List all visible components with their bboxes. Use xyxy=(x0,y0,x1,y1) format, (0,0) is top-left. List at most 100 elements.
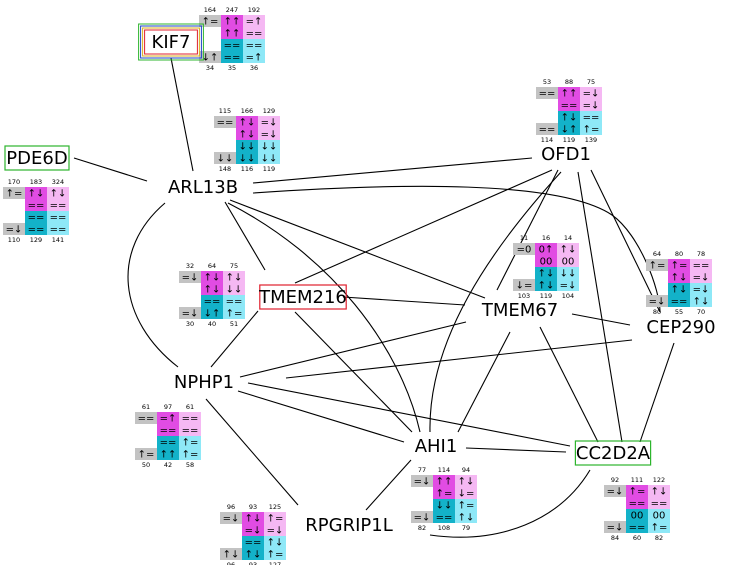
table-cell-glyph: =↓ xyxy=(6,225,23,236)
table-cell-glyph: == xyxy=(50,225,67,236)
node-box xyxy=(4,145,70,171)
table-cell xyxy=(690,259,712,271)
node-box xyxy=(574,440,652,466)
table-cell xyxy=(626,521,648,533)
table-top-count: 247 xyxy=(226,6,238,14)
table-cell xyxy=(47,187,69,199)
table-cell-glyph: ↑↓ xyxy=(267,538,284,549)
edge-cep290-cc2d2a xyxy=(639,342,675,443)
table-cell xyxy=(648,485,670,497)
table-bottom-count: 119 xyxy=(540,292,552,300)
table-cell-glyph: ↑= xyxy=(6,189,23,200)
node-label: PDE6D xyxy=(6,148,67,169)
node-nphp1[interactable]: NPHP1 xyxy=(174,372,234,393)
table-cell xyxy=(690,271,712,283)
table-cell xyxy=(648,509,670,521)
edge-tmem67-cc2d2a xyxy=(539,326,599,443)
table-top-count: 78 xyxy=(697,250,705,258)
edge-cep290-nphp1 xyxy=(285,339,633,379)
table-cell xyxy=(242,536,264,548)
table-cell-glyph: ↓↓ xyxy=(560,269,577,280)
node-ofd1[interactable]: OFD1 xyxy=(541,144,591,165)
table-top-count: 170 xyxy=(8,178,20,186)
table-cell xyxy=(179,271,201,283)
node-tmem216[interactable]: TMEM216 xyxy=(258,284,347,310)
table-cell xyxy=(221,51,243,63)
table-bottom-count: 114 xyxy=(541,136,553,144)
node-tmem67[interactable]: TMEM67 xyxy=(481,300,558,321)
table-cell xyxy=(179,412,201,424)
table-cell-glyph: ↑↓ xyxy=(561,113,578,124)
table-cell-glyph: == xyxy=(246,29,263,40)
node-pde6d[interactable]: PDE6D xyxy=(4,145,70,171)
table-cell xyxy=(220,548,242,560)
node-kif7[interactable]: KIF7 xyxy=(138,23,204,61)
table-top-count: 324 xyxy=(52,178,64,186)
table-cell xyxy=(535,267,557,279)
table-bottom-count: 129 xyxy=(30,236,42,244)
table-cell xyxy=(25,223,47,235)
table-cell-glyph: ↑↑ xyxy=(224,29,241,40)
table-top-count: 164 xyxy=(204,6,216,14)
node-cc2d2a[interactable]: CC2D2A xyxy=(574,440,652,466)
table-cell-glyph: == xyxy=(182,414,199,425)
node-ahi1[interactable]: AHI1 xyxy=(415,436,458,457)
table-bottom-count: 82 xyxy=(655,534,663,542)
table-cell-glyph: ↑↓ xyxy=(651,487,668,498)
table-cell xyxy=(135,448,157,460)
table-cell xyxy=(236,128,258,140)
table-bottom-count: 35 xyxy=(228,64,236,72)
table-cell-glyph: == xyxy=(28,213,45,224)
table-cell-glyph: ↑= xyxy=(267,550,284,561)
table-top-count: 61 xyxy=(142,403,150,411)
table-cell xyxy=(536,123,558,135)
table-cell-glyph: ↑= xyxy=(649,261,666,272)
node-rpgrip1l[interactable]: RPGRIP1L xyxy=(305,515,392,536)
table-bottom-count: 93 xyxy=(249,561,257,565)
table-cell-glyph: =↑ xyxy=(160,414,177,425)
table-cell xyxy=(223,283,245,295)
edge-nphp1-rpgrip1l xyxy=(205,398,299,506)
table-bottom-count: 60 xyxy=(633,534,641,542)
table-bottom-count: 84 xyxy=(611,534,619,542)
table-top-count: 93 xyxy=(249,503,257,511)
table-cell xyxy=(223,295,245,307)
table-cell xyxy=(433,511,455,523)
table-cell-glyph: ↑= xyxy=(629,487,646,498)
node-arl13b[interactable]: ARL13B xyxy=(168,177,238,198)
table-cell xyxy=(668,259,690,271)
table-cell-glyph: ↑↓ xyxy=(204,273,221,284)
table-cell xyxy=(179,448,201,460)
table-cell xyxy=(433,499,455,511)
table-cell-glyph: ↑↑ xyxy=(224,17,241,28)
table-cell xyxy=(236,140,258,152)
table-cell xyxy=(157,448,179,460)
table-cell xyxy=(455,499,477,511)
table-cell xyxy=(199,15,221,27)
table-top-count: 96 xyxy=(227,503,235,511)
table-cell-glyph: =↓ xyxy=(583,101,600,112)
table-cell-glyph: ↑↓ xyxy=(671,273,688,284)
table-cell xyxy=(201,295,223,307)
table-bottom-count: 36 xyxy=(250,64,258,72)
table-cell xyxy=(201,283,223,295)
table-cell-glyph: ↓↓ xyxy=(226,285,243,296)
table-top-count: 64 xyxy=(208,262,216,270)
table-bottom-count: 139 xyxy=(585,136,597,144)
table-cell-glyph: =↓ xyxy=(261,118,278,129)
table-cell xyxy=(513,279,535,291)
node-cep290[interactable]: CEP290 xyxy=(646,317,715,338)
table-cell xyxy=(3,187,25,199)
table-bottom-count: 79 xyxy=(462,524,470,532)
table-cell-glyph: =0 xyxy=(517,245,532,256)
table-cell xyxy=(455,475,477,487)
table-cell-glyph: =↓ xyxy=(245,526,262,537)
table-cell xyxy=(535,255,557,267)
table-cell-glyph: ↑↓ xyxy=(50,189,67,200)
